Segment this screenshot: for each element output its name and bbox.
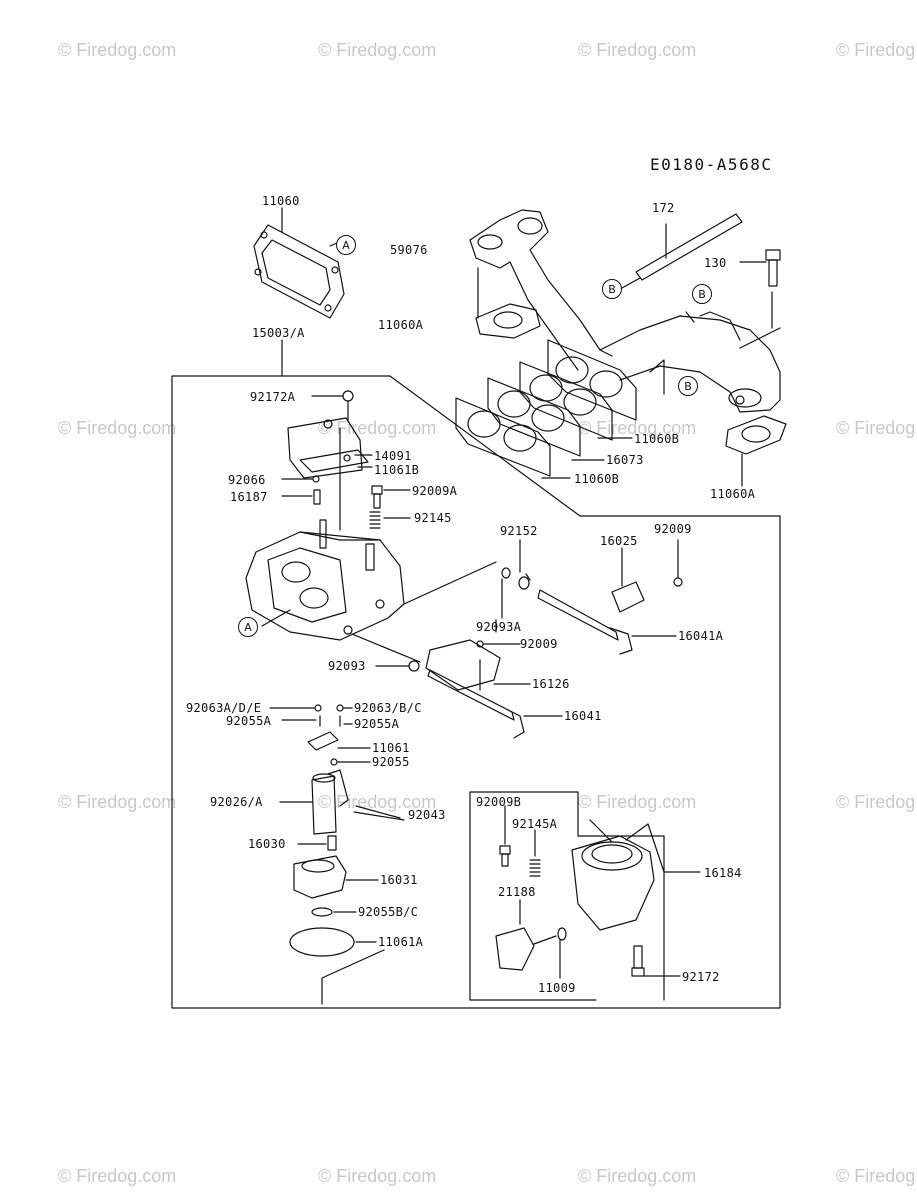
part-label: 15003/A <box>252 326 305 340</box>
carburetor-body <box>245 519 497 663</box>
watermark-text: © Firedog.com <box>836 40 917 60</box>
part-label: 11061A <box>378 935 424 949</box>
part-label: 16073 <box>606 453 644 467</box>
part-label: 92066 <box>228 473 266 487</box>
part-label: 11060A <box>710 487 756 501</box>
part-label: 16031 <box>380 873 418 887</box>
watermark-text: © Firedog.com <box>318 40 437 60</box>
part-label: 92055A <box>354 717 400 731</box>
bolt-130 <box>739 249 781 287</box>
callout-b: B <box>678 376 698 396</box>
part-label: 92009 <box>520 637 558 651</box>
part-label: 16041 <box>564 709 602 723</box>
fuel-solenoid-group <box>495 805 701 979</box>
part-label: 16025 <box>600 534 638 548</box>
part-label: 92063/B/C <box>354 701 422 715</box>
part-label: 172 <box>652 201 675 215</box>
watermark-text: © Firedog.com <box>58 1166 177 1186</box>
gasket-11060a-right <box>725 415 787 487</box>
part-label: 92093 <box>328 659 366 673</box>
watermark-text: © Firedog.com <box>318 418 437 438</box>
callout-a: A <box>336 235 356 255</box>
part-label: 16126 <box>532 677 570 691</box>
part-label: 16041A <box>678 629 724 643</box>
part-label: 92009B <box>476 795 522 809</box>
part-label: 92055 <box>372 755 410 769</box>
part-label: 92172A <box>250 390 296 404</box>
part-label: 92172 <box>682 970 720 984</box>
part-label: 92063A/D/E <box>186 701 262 715</box>
carburetor-cover-parts <box>281 390 411 531</box>
part-label: 92145A <box>512 817 558 831</box>
watermark-text: © Firedog.com <box>836 418 917 438</box>
part-label: 16187 <box>230 490 268 504</box>
part-label: 11009 <box>538 981 576 995</box>
float-bowl-16031 <box>289 855 385 1005</box>
part-label: 92145 <box>414 511 452 525</box>
watermark-text: © Firedog.com <box>58 792 177 812</box>
assembly-frame <box>171 339 781 1009</box>
part-label: 92055A <box>226 714 272 728</box>
watermark-text: © Firedog.com <box>58 418 177 438</box>
part-label: 92009 <box>654 522 692 536</box>
part-label: 92055B/C <box>358 905 419 919</box>
part-label: 21188 <box>498 885 536 899</box>
part-label: 11060B <box>634 432 680 446</box>
stud-172 <box>621 213 743 289</box>
part-label: 130 <box>704 256 727 270</box>
watermark-text: © Firedog.com <box>318 1166 437 1186</box>
part-label: 11060 <box>262 194 300 208</box>
part-label: 11060A <box>378 318 424 332</box>
part-label: 92009A <box>412 484 458 498</box>
subassembly-frame-16184 <box>469 791 665 1001</box>
part-label: 92152 <box>500 524 538 538</box>
part-label: 59076 <box>390 243 428 257</box>
intake-manifold <box>469 209 781 413</box>
part-label: 11061 <box>372 741 410 755</box>
gasket-11060 <box>253 207 345 319</box>
part-label: 92093A <box>476 620 522 634</box>
part-label: 14091 <box>374 449 412 463</box>
gasket-11060a-left <box>475 267 541 339</box>
diagram-code: E0180-A568C <box>650 155 773 174</box>
watermark-text: © Firedog.com <box>578 40 697 60</box>
choke-shaft-16041a <box>501 539 683 655</box>
part-label: 16030 <box>248 837 286 851</box>
part-label: 16184 <box>704 866 742 880</box>
throttle-shaft-16041 <box>375 639 563 739</box>
part-label: 92026/A <box>210 795 263 809</box>
part-label: 11060B <box>574 472 620 486</box>
watermark-text: © Firedog.com <box>836 1166 917 1186</box>
watermark-text: © Firedog.com <box>578 418 697 438</box>
callout-b: B <box>692 284 712 304</box>
float-valve-parts <box>269 704 405 851</box>
callout-b: B <box>602 279 622 299</box>
watermark-text: © Firedog.com <box>58 40 177 60</box>
spacer-16073 <box>455 339 637 479</box>
callout-a: A <box>238 617 258 637</box>
watermark-text: © Firedog.com <box>578 792 697 812</box>
part-label: 11061B <box>374 463 420 477</box>
watermark-text: © Firedog.com <box>836 792 917 812</box>
watermark-text: © Firedog.com <box>578 1166 697 1186</box>
part-label: 92043 <box>408 808 446 822</box>
